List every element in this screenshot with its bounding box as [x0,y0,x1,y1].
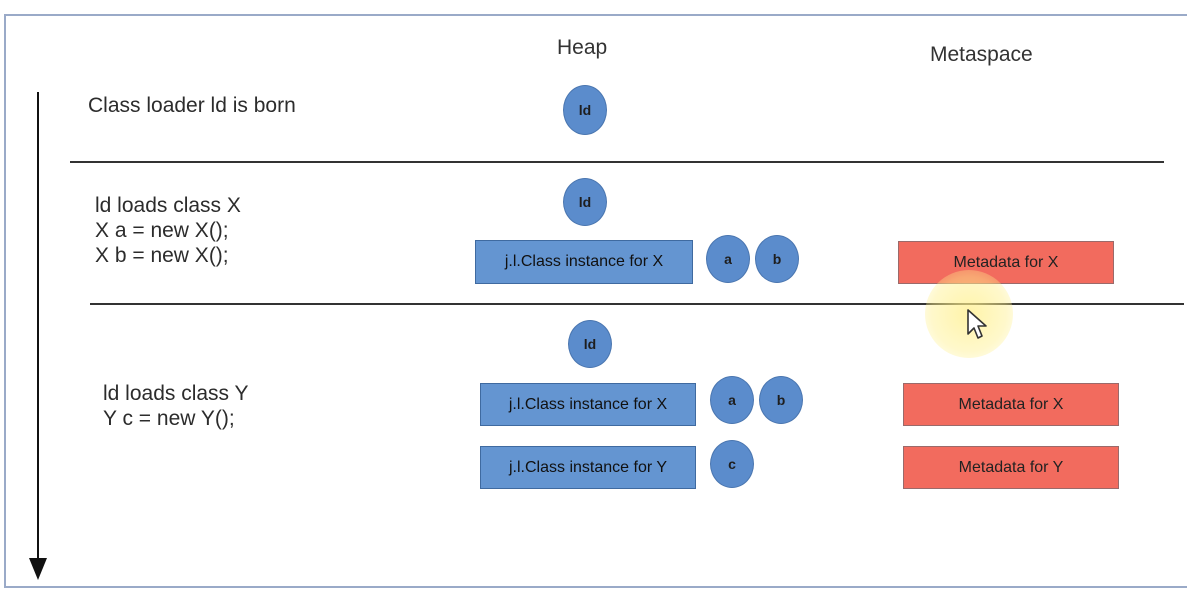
heap-ld-object-2: ld [563,178,607,226]
metaspace-header: Metaspace [930,43,1033,66]
class-instance-x-3: j.l.Class instance for X [480,383,696,426]
step-divider-2 [90,303,1184,305]
heap-object-a-3: a [710,376,754,424]
heap-object-a-2: a [706,235,750,283]
step-2-text: ld loads class X X a = new X(); X b = ne… [95,194,241,267]
heap-object-b-2: b [755,235,799,283]
step-3-text: ld loads class Y Y c = new Y(); [103,382,249,430]
metadata-y-3: Metadata for Y [903,446,1119,489]
timeline-arrow-icon [37,92,39,560]
step-divider-1 [70,161,1164,163]
mouse-pointer-icon [967,309,987,339]
heap-object-c-3: c [710,440,754,488]
class-instance-x-2: j.l.Class instance for X [475,240,693,284]
class-instance-y-3: j.l.Class instance for Y [480,446,696,489]
timeline-arrowhead [29,558,47,580]
slide-frame [4,14,1187,588]
heap-header: Heap [557,36,608,59]
step-1-text: Class loader ld is born [88,94,296,117]
heap-ld-object-1: ld [563,85,607,135]
metadata-x-3: Metadata for X [903,383,1119,426]
heap-ld-object-3: ld [568,320,612,368]
metadata-x-2: Metadata for X [898,241,1114,284]
heap-object-b-3: b [759,376,803,424]
